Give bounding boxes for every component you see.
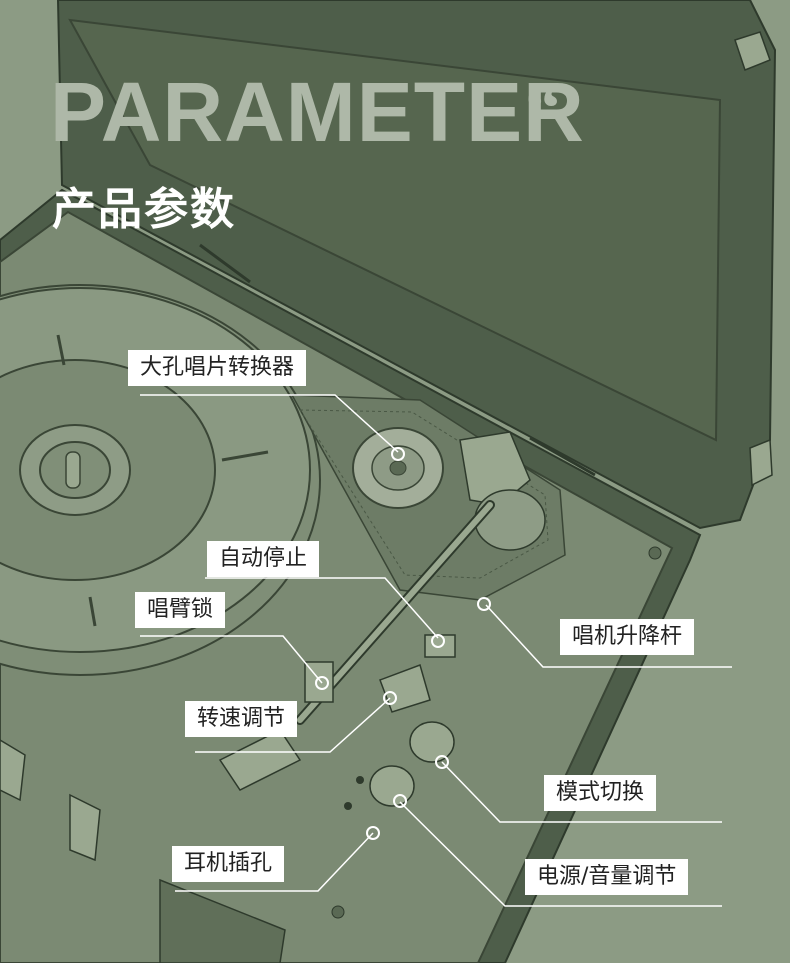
title-cn: 产品参数 xyxy=(52,184,236,235)
callout-mode-switch: 模式切换 xyxy=(544,775,657,811)
callout-speed-adjust: 转速调节 xyxy=(185,701,298,737)
callout-large-hole-adapter: 大孔唱片转换器 xyxy=(128,350,307,386)
callout-headphone-jack: 耳机插孔 xyxy=(172,846,285,882)
title-en: PARAMETER xyxy=(50,65,585,159)
callout-auto-stop: 自动停止 xyxy=(207,541,320,577)
adapter-area xyxy=(290,394,566,601)
quote-mark: “ xyxy=(525,68,561,148)
lid xyxy=(56,0,777,530)
callout-tonearm-lift: 唱机升降杆 xyxy=(560,619,695,655)
callout-power-volume: 电源/音量调节 xyxy=(525,859,689,895)
callout-dots xyxy=(315,447,491,840)
callout-lines xyxy=(140,394,732,907)
callout-tonearm-lock: 唱臂锁 xyxy=(135,592,226,628)
